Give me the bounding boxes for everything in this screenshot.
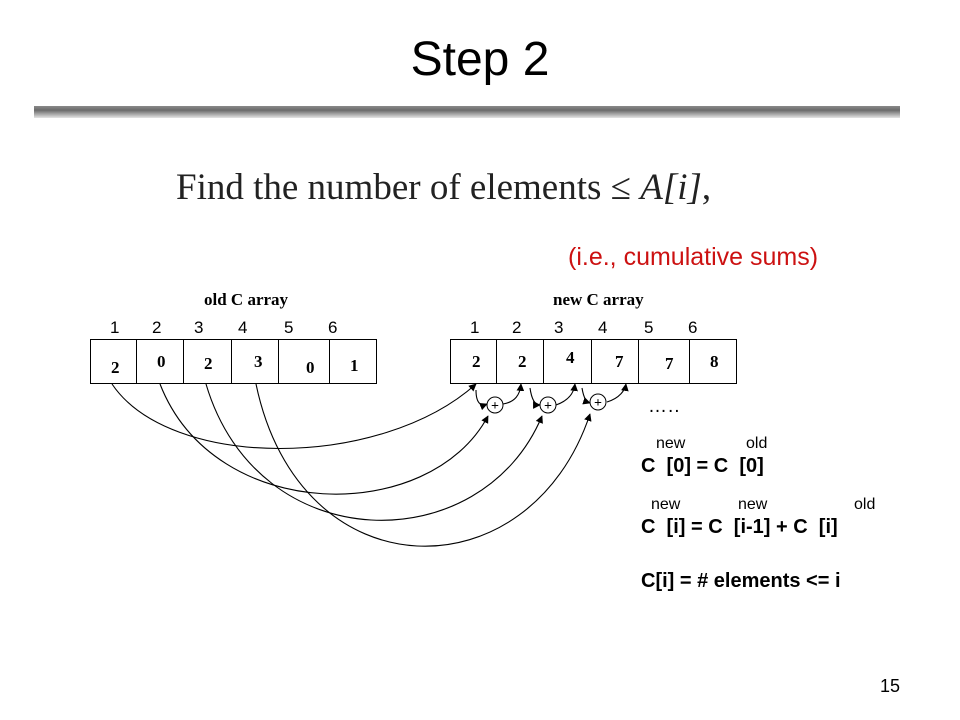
old-index-3: 3 — [194, 318, 204, 337]
new-value-5: 7 — [665, 354, 674, 373]
old-value-1: 2 — [111, 358, 120, 377]
old-index-2: 2 — [152, 318, 162, 337]
wire-plus1-to-new2 — [502, 383, 525, 405]
wire-old3-to-plus2 — [205, 383, 543, 521]
old-cell-5: 0 — [278, 339, 330, 384]
f1-sup-old: old — [746, 435, 768, 452]
wire-new3-to-plus3 — [581, 387, 591, 405]
new-array-label: new C array — [553, 290, 644, 309]
ellipsis: ….. — [648, 396, 681, 417]
old-array-label: old C array — [204, 290, 289, 309]
page-number: 15 — [880, 676, 901, 696]
wire-old2-to-plus1 — [159, 383, 489, 495]
new-value-6: 8 — [710, 352, 719, 371]
f2-sup-new-1: new — [651, 496, 681, 513]
old-value-3: 2 — [204, 354, 213, 373]
new-cell-1: 2 — [450, 339, 497, 384]
old-cell-1: 2 — [90, 339, 137, 384]
slide-title: Step 2 — [410, 33, 550, 86]
adder-2-plus: + — [544, 399, 552, 414]
formula-3: C[i] = # elements <= i — [641, 570, 841, 592]
adder-1-plus: + — [491, 399, 499, 414]
new-value-3: 4 — [566, 348, 575, 367]
adder-3: + — [589, 393, 607, 411]
old-value-5: 0 — [306, 358, 315, 377]
adder-1: + — [486, 396, 504, 414]
old-cell-2: 0 — [136, 339, 184, 384]
new-index-1: 1 — [470, 318, 480, 337]
new-value-4: 7 — [615, 352, 624, 371]
wire-new2-to-plus2 — [529, 387, 541, 409]
adder-2: + — [539, 396, 557, 414]
f1-sup-new: new — [656, 435, 686, 452]
new-cell-6: 8 — [689, 339, 737, 384]
new-index-6: 6 — [688, 318, 698, 337]
formula-1: C [0] = C [0] — [641, 455, 764, 477]
old-value-2: 0 — [157, 352, 166, 371]
old-value-4: 3 — [254, 352, 263, 371]
f2-sup-old: old — [854, 496, 876, 513]
wire-plus2-to-new3 — [555, 383, 578, 406]
new-index-2: 2 — [512, 318, 522, 337]
old-cell-6: 1 — [329, 339, 377, 384]
old-index-4: 4 — [238, 318, 248, 337]
new-cell-5: 7 — [638, 339, 690, 384]
subtitle-tail: , — [701, 167, 712, 208]
new-index-4: 4 — [598, 318, 608, 337]
old-index-6: 6 — [328, 318, 338, 337]
formula-2: C [i] = C [i-1] + C [i] — [641, 516, 838, 538]
new-cell-4: 7 — [591, 339, 639, 384]
wire-old1-to-new1 — [111, 383, 477, 450]
new-value-2: 2 — [518, 352, 527, 371]
cumulative-note: (i.e., cumulative sums) — [568, 243, 819, 271]
subtitle-text: Find the number of elements ≤ — [176, 167, 641, 208]
adder-3-plus: + — [594, 396, 602, 411]
old-cell-4: 3 — [231, 339, 279, 384]
old-index-1: 1 — [110, 318, 120, 337]
new-cell-3: 4 — [543, 339, 592, 384]
new-index-5: 5 — [644, 318, 654, 337]
wire-old4-to-plus3 — [255, 383, 592, 547]
old-index-5: 5 — [284, 318, 294, 337]
old-value-6: 1 — [350, 356, 359, 375]
title-divider — [34, 106, 900, 118]
new-value-1: 2 — [472, 352, 481, 371]
new-index-3: 3 — [554, 318, 564, 337]
f2-sup-new-2: new — [738, 496, 768, 513]
subtitle: Find the number of elements ≤ A[i], — [176, 164, 711, 212]
subtitle-math: A[i] — [640, 167, 702, 208]
wire-new1-to-plus1 — [475, 389, 488, 411]
wire-plus3-to-new4 — [606, 383, 629, 403]
